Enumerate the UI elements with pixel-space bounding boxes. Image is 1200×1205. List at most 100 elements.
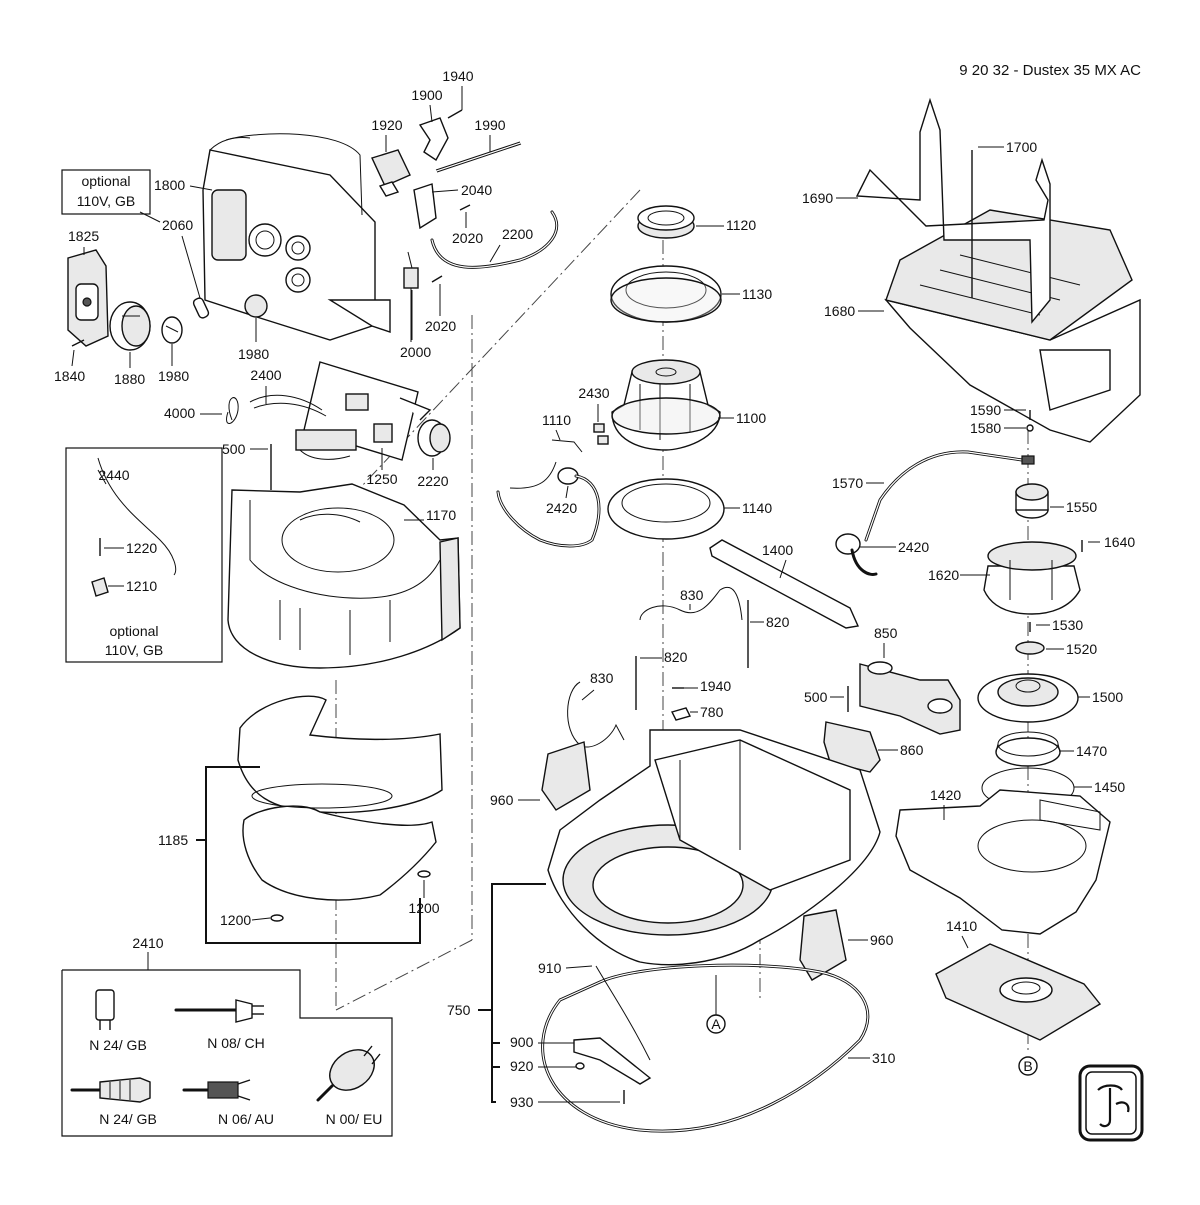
- housing-1420: [895, 789, 1111, 935]
- bracket-1185: [205, 766, 421, 944]
- leader-line-1900: [429, 104, 433, 123]
- plug-label: N 06/ AU: [218, 1111, 274, 1127]
- drawing-title: 9 20 32 - Dustex 35 MX AC: [959, 62, 1141, 79]
- part-label-1220: 1220: [126, 540, 157, 556]
- part-label-1620: 1620: [928, 567, 959, 583]
- part-label-1990: 1990: [474, 117, 505, 133]
- leader-line-2420: [565, 485, 569, 499]
- motor-1550: [1015, 483, 1049, 519]
- part-label-2060: 2060: [162, 217, 193, 233]
- part-label-850: 850: [874, 625, 898, 641]
- part-label-1900: 1900: [411, 87, 442, 103]
- part-label-2440: 2440: [98, 467, 129, 483]
- leader-line-1410: [961, 935, 969, 949]
- leader-line-1840: [71, 349, 75, 367]
- optional-lower-line1: optional: [109, 623, 158, 639]
- motor-housing-1170: [227, 483, 461, 669]
- part-label-1450: 1450: [1094, 779, 1125, 795]
- seal-1130: [610, 265, 722, 323]
- washer-1580: [1026, 424, 1034, 432]
- leader-line-2060: [181, 235, 201, 299]
- part-label-1110: 1110: [542, 412, 571, 428]
- part-label-1200: 1200: [408, 900, 439, 916]
- plug-label: N 00/ EU: [326, 1111, 383, 1127]
- part-label-1185: 1185: [158, 832, 188, 848]
- part-label-1690: 1690: [802, 190, 833, 206]
- marker-a-label: A: [711, 1016, 721, 1032]
- marker-b: [1018, 1056, 1038, 1076]
- part-label-1880: 1880: [114, 371, 145, 387]
- wire-harness-2400: [249, 394, 357, 460]
- part-label-1170: 1170: [426, 507, 456, 523]
- socket-1825: [67, 249, 109, 347]
- leader-line-910: [565, 965, 593, 969]
- part-label-1800: 1800: [154, 177, 185, 193]
- baseplate-1410: [935, 943, 1102, 1041]
- motor-1100: [611, 359, 721, 451]
- part-label-4000: 4000: [164, 405, 195, 421]
- cart-tray-1680: [884, 209, 1141, 443]
- cable-2200: [430, 210, 559, 269]
- part-label-2430: 2430: [578, 385, 609, 401]
- latch-960-left: [541, 741, 591, 811]
- part-label-1400: 1400: [762, 542, 793, 558]
- part-label-1840: 1840: [54, 368, 85, 384]
- plug-n06-au-icon: [182, 1079, 251, 1101]
- holder-850: [859, 661, 961, 735]
- foot-1200-right: [417, 870, 431, 878]
- capacitor-2000: [403, 251, 419, 342]
- fein-logo: [1078, 1064, 1144, 1142]
- part-label-1570: 1570: [832, 475, 863, 491]
- sensor-2420-right: [835, 533, 878, 576]
- label-2410: 2410: [132, 935, 163, 951]
- part-label-1200: 1200: [220, 912, 251, 928]
- part-label-1520: 1520: [1066, 641, 1097, 657]
- knob-1880: [109, 301, 151, 351]
- seal-strip-1400: [709, 539, 860, 629]
- plug-n00-eu-icon: [316, 1045, 381, 1102]
- seal-2060: [192, 297, 210, 319]
- screw-1940: [447, 109, 463, 119]
- cable-2440: [97, 457, 177, 576]
- part-label-1120: 1120: [726, 217, 756, 233]
- part-label-1680: 1680: [824, 303, 855, 319]
- part-label-1130: 1130: [742, 286, 772, 302]
- part-label-860: 860: [900, 742, 924, 758]
- part-label-1980: 1980: [238, 346, 269, 362]
- sensor-2420-left: [496, 467, 601, 548]
- clamp-900: [573, 1037, 652, 1085]
- part-label-2200: 2200: [502, 226, 533, 242]
- wire-910: [595, 965, 651, 1061]
- part-label-1550: 1550: [1066, 499, 1097, 515]
- part-label-1640: 1640: [1104, 534, 1135, 550]
- part-label-500: 500: [804, 689, 828, 705]
- part-label-1420: 1420: [930, 787, 961, 803]
- part-label-1530: 1530: [1052, 617, 1083, 633]
- part-label-820: 820: [664, 649, 688, 665]
- part-label-310: 310: [872, 1050, 896, 1066]
- part-label-2020: 2020: [425, 318, 456, 334]
- leader-line-830: [581, 689, 595, 701]
- part-label-1940: 1940: [700, 678, 731, 694]
- part-label-1920: 1920: [371, 117, 402, 133]
- plug-n08-ch-icon: [174, 999, 264, 1023]
- plug-label: N 08/ CH: [207, 1035, 265, 1051]
- part-label-1210: 1210: [126, 578, 157, 594]
- part-label-1980: 1980: [158, 368, 189, 384]
- marker-b-label: B: [1023, 1058, 1032, 1074]
- clip-780: [670, 707, 692, 721]
- part-label-1470: 1470: [1076, 743, 1107, 759]
- part-label-2040: 2040: [461, 182, 492, 198]
- part-label-2420: 2420: [898, 539, 929, 555]
- part-label-830: 830: [590, 670, 614, 686]
- sensor-cable-1570: [864, 450, 1035, 542]
- part-label-1100: 1100: [736, 410, 766, 426]
- part-label-920: 920: [510, 1058, 534, 1074]
- part-label-1410: 1410: [946, 918, 977, 934]
- nut-920: [575, 1062, 585, 1070]
- part-label-1250: 1250: [366, 471, 397, 487]
- switch-1920: [371, 149, 411, 197]
- part-label-820: 820: [766, 614, 790, 630]
